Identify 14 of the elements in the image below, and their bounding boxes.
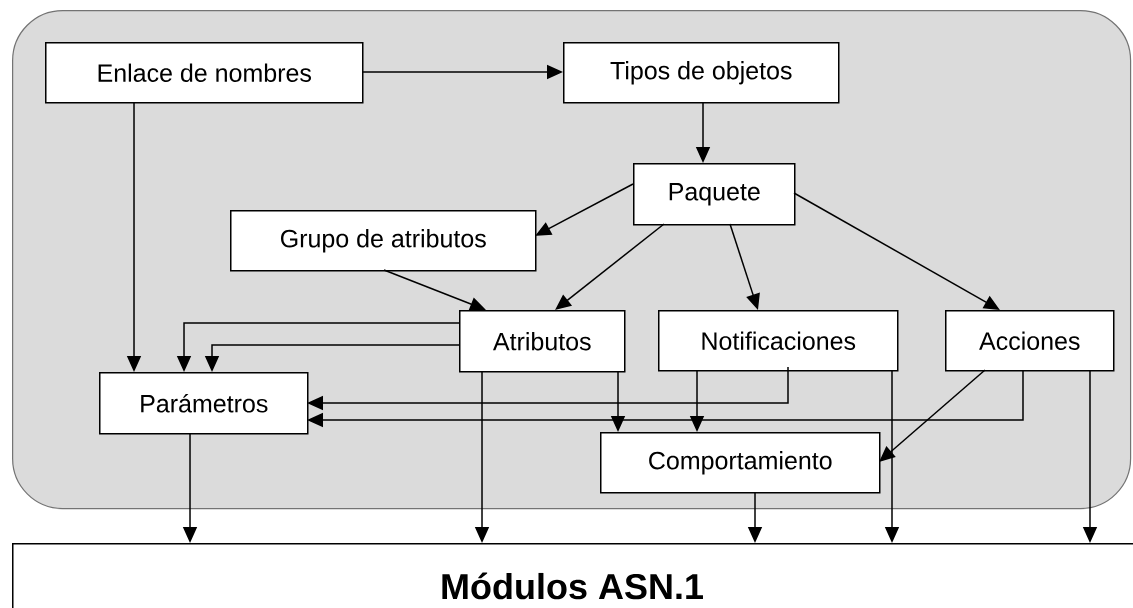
process-box: Grupo de atributos xyxy=(230,210,537,272)
process-box: Paquete xyxy=(633,163,796,226)
process-box: Parámetros xyxy=(99,372,309,435)
process-box: Comportamiento xyxy=(600,432,881,494)
module-box: Módulos ASN.1 xyxy=(12,543,1133,608)
process-box: Tipos de objetos xyxy=(563,42,840,104)
arrow xyxy=(879,369,986,462)
arrow xyxy=(555,223,665,310)
process-box: Acciones xyxy=(945,310,1115,372)
process-box: Atributos xyxy=(459,310,626,373)
process-box: Notificaciones xyxy=(658,310,899,372)
arrow xyxy=(793,192,1000,310)
arrow xyxy=(535,183,634,236)
process-box: Enlace de nombres xyxy=(45,42,364,104)
